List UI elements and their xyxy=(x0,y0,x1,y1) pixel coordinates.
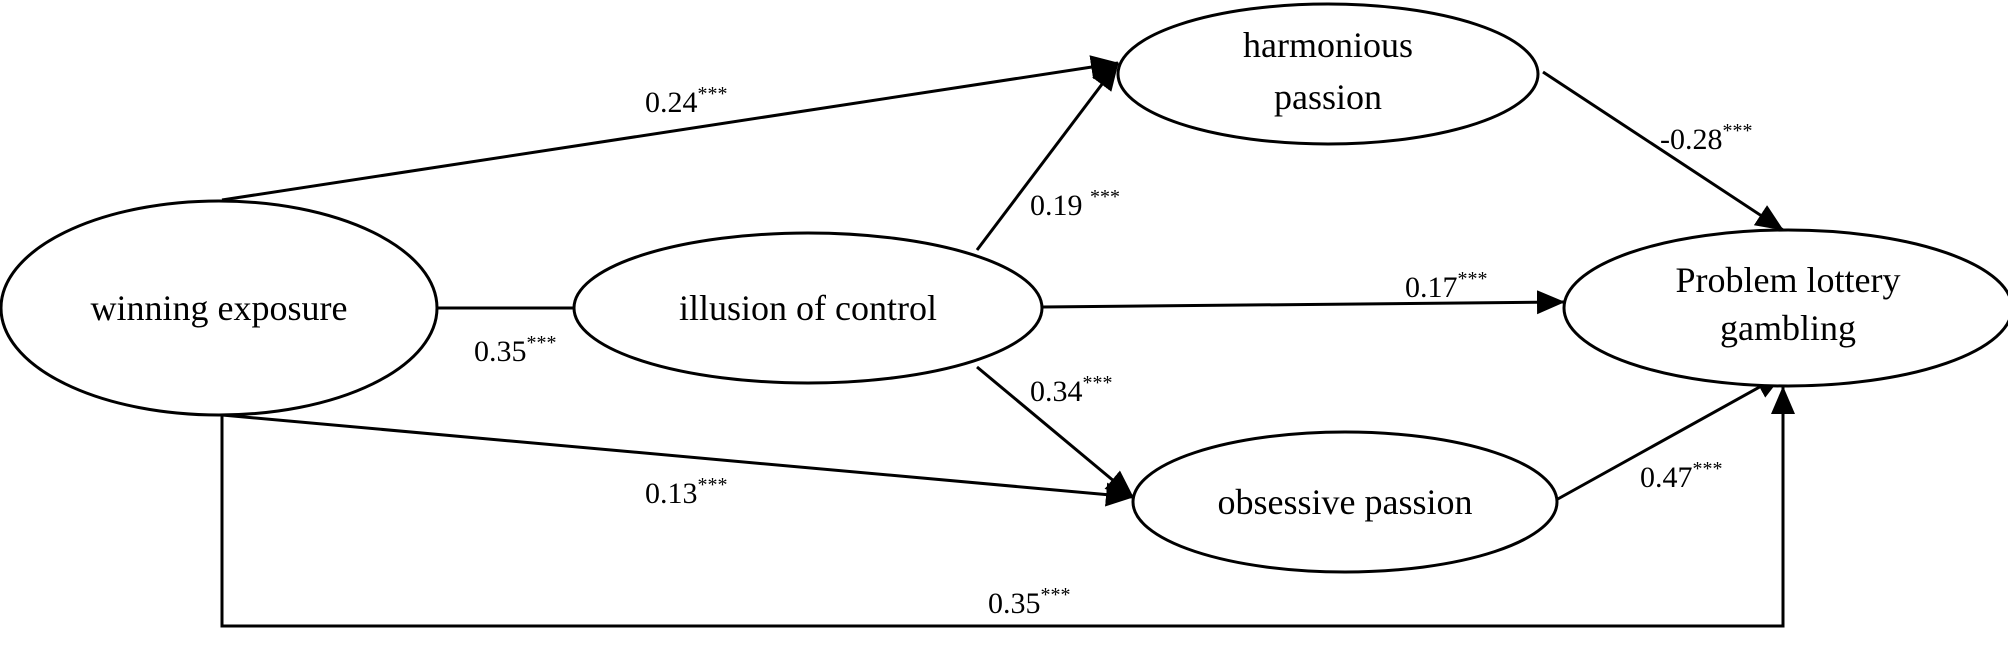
coef-illusion-to-obsessive: 0.34*** xyxy=(1030,372,1113,408)
coef-exposure-to-illusion: 0.35*** xyxy=(474,332,557,368)
coef-significance: *** xyxy=(1090,186,1120,208)
node-problem-lottery-gambling-label-line1: Problem lottery xyxy=(1676,260,1901,300)
coef-value: 0.47 xyxy=(1640,461,1693,494)
coef-value: 0.34 xyxy=(1030,375,1083,408)
edge-exposure-to-gambling xyxy=(220,386,1795,628)
coef-significance: *** xyxy=(1083,372,1113,394)
node-obsessive-passion: obsessive passion xyxy=(1131,430,1559,574)
coef-illusion-to-gambling: 0.17*** xyxy=(1405,268,1488,304)
edge-illusion-to-gambling xyxy=(1041,290,1565,315)
coef-significance: *** xyxy=(1458,268,1488,290)
coef-obsessive-to-gambling: 0.47*** xyxy=(1640,458,1723,494)
node-problem-lottery-gambling: Problem lottery gambling xyxy=(1562,228,2008,388)
coef-significance: *** xyxy=(698,83,728,105)
edge-obsessive-to-gambling xyxy=(1555,372,1784,502)
coef-significance: *** xyxy=(1693,458,1723,480)
coef-value: 0.17 xyxy=(1405,271,1458,304)
coef-value: 0.35 xyxy=(988,587,1041,620)
coef-exposure-to-gambling: 0.35*** xyxy=(988,584,1071,620)
node-winning-exposure: winning exposure xyxy=(0,199,439,417)
coef-significance: *** xyxy=(1041,584,1071,606)
coef-value: 0.24 xyxy=(645,86,698,119)
coef-value: 0.13 xyxy=(645,477,698,510)
edge-exposure-to-harmonious xyxy=(221,55,1119,202)
node-winning-exposure-label: winning exposure xyxy=(91,288,348,328)
node-illusion-of-control-label: illusion of control xyxy=(679,288,937,328)
node-obsessive-passion-label: obsessive passion xyxy=(1218,482,1473,522)
node-harmonious-passion-label-line1: harmonious xyxy=(1243,25,1413,65)
coef-harmonious-to-gambling: -0.28*** xyxy=(1660,120,1753,156)
node-harmonious-passion-label-line2: passion xyxy=(1274,77,1382,117)
coef-value: -0.28 xyxy=(1660,123,1723,156)
node-harmonious-passion: harmonious passion xyxy=(1116,2,1540,146)
edge-harmonious-to-gambling xyxy=(1542,70,1784,232)
coef-illusion-to-harmonious: 0.19 *** xyxy=(1030,186,1120,222)
coef-exposure-to-obsessive: 0.13*** xyxy=(645,474,728,510)
node-illusion-of-control: illusion of control xyxy=(572,231,1044,385)
coef-significance: *** xyxy=(698,474,728,496)
coef-significance: *** xyxy=(1723,120,1753,142)
coef-significance: *** xyxy=(527,332,557,354)
edge-illusion-to-obsessive xyxy=(976,365,1134,499)
node-problem-lottery-gambling-label-line2: gambling xyxy=(1720,308,1856,348)
coef-value: 0.35 xyxy=(474,335,527,368)
edge-illusion-to-harmonious xyxy=(975,62,1120,251)
coef-value: 0.19 xyxy=(1030,189,1090,222)
edge-exposure-to-obsessive xyxy=(221,413,1134,507)
coef-exposure-to-harmonious: 0.24*** xyxy=(645,83,728,119)
